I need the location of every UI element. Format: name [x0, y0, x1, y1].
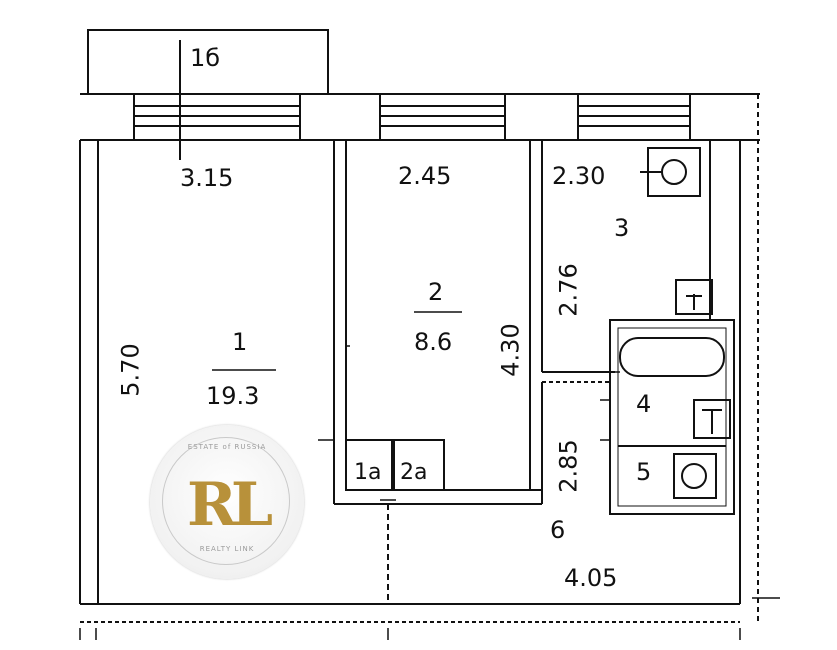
- closet-1a-outline: [345, 439, 393, 491]
- room-6-number: 6: [550, 516, 566, 544]
- logo-monogram: RL: [186, 470, 273, 540]
- kitchen-length-dimension: 2.76: [554, 263, 583, 317]
- hall-width-dimension: 4.05: [564, 564, 618, 592]
- bathroom-sink-icon: [693, 399, 731, 439]
- bathroom-outline: [609, 319, 735, 515]
- room-2-area: 8.6: [414, 328, 453, 356]
- kitchen-width-dimension: 2.30: [552, 162, 606, 190]
- logo-ring: [162, 437, 290, 565]
- dimension-ticks: [79, 597, 780, 640]
- room-2-length-dimension: 4.30: [496, 323, 525, 377]
- fixtures: [619, 147, 731, 499]
- room-1-number: 1: [232, 328, 248, 356]
- kitchen-sink-icon: [675, 279, 713, 315]
- closet-2a-outline: [393, 439, 445, 491]
- door-marks: [212, 311, 620, 501]
- hall-length-dimension: 2.85: [554, 439, 583, 493]
- room-2-number: 2: [428, 278, 444, 306]
- room-1-length-dimension: 5.70: [116, 343, 145, 397]
- room-1-area: 19.3: [206, 382, 260, 410]
- room-2a-number: 2a: [400, 460, 428, 485]
- room-5-number: 5: [636, 458, 652, 486]
- realty-logo: ESTATE of RUSSIA RL REALTY LINK: [150, 425, 304, 579]
- balcony-label: 1б: [190, 44, 221, 72]
- walls: [79, 29, 760, 623]
- bathtub-icon: [619, 337, 725, 377]
- room-4-number: 4: [636, 390, 652, 418]
- toilet-icon: [673, 453, 717, 499]
- room-2-width-dimension: 2.45: [398, 162, 452, 190]
- windows: [133, 94, 691, 140]
- logo-top-text: ESTATE of RUSSIA: [187, 443, 267, 451]
- room-1-width-dimension: 3.15: [180, 164, 234, 192]
- room-3-number: 3: [614, 214, 630, 242]
- room-1a-number: 1a: [354, 460, 382, 485]
- logo-bottom-text: REALTY LINK: [199, 545, 255, 553]
